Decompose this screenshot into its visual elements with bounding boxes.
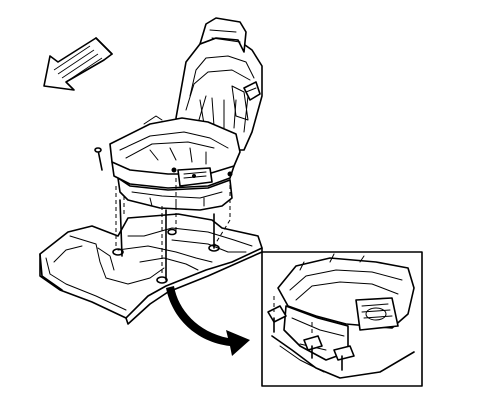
vehicle-front-arrow-icon	[43, 37, 113, 91]
seat-riser	[117, 167, 233, 211]
seat-cushion	[109, 115, 241, 189]
bolt-alignment-lines	[115, 178, 231, 276]
seat-bolt-right	[165, 209, 215, 281]
seat-bolt-left	[94, 147, 123, 257]
detail-inset	[261, 251, 423, 387]
floor-pan	[39, 213, 263, 325]
callout-arrow-icon	[166, 286, 250, 356]
